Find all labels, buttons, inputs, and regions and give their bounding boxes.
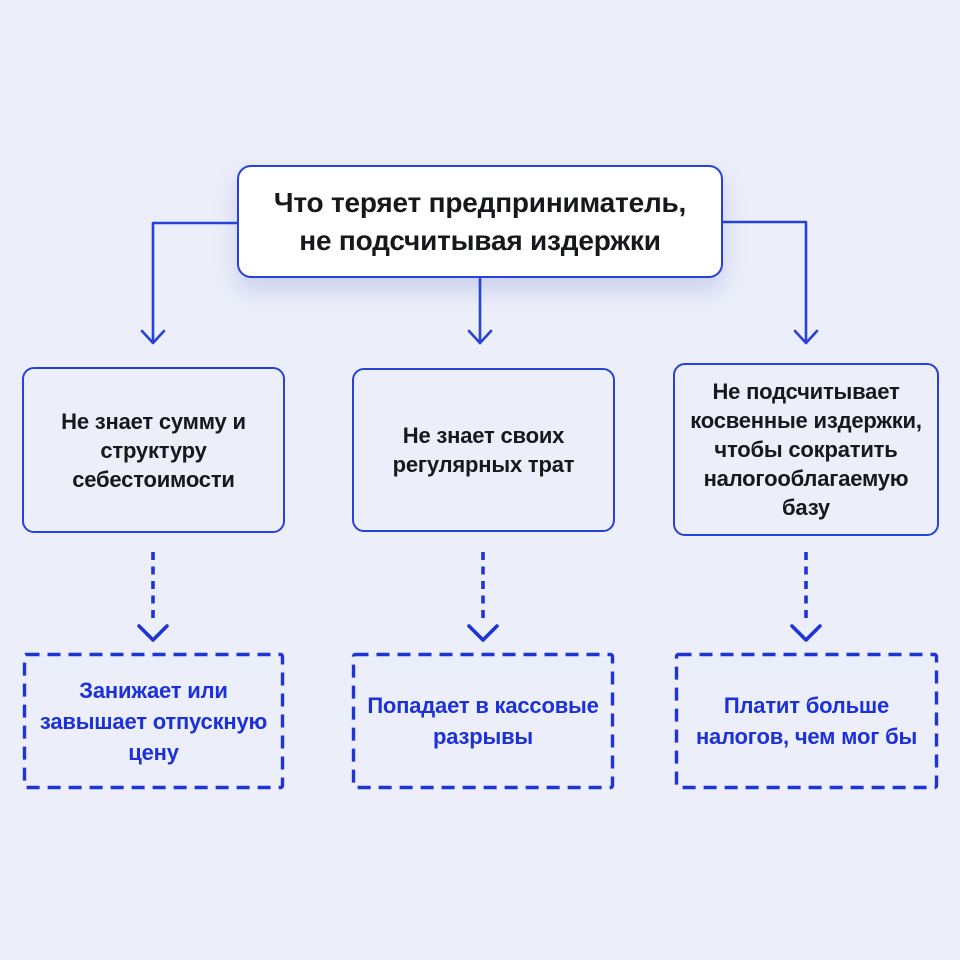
effect-box-1: Занижает или завышает отпускную цену <box>23 653 284 789</box>
effect-box-2: Попадает в кассовые разрывы <box>352 653 614 789</box>
arrow-root-to-cause-3 <box>721 220 819 345</box>
root-box: Что теряет предприниматель, не подсчитыв… <box>237 165 723 278</box>
cause-box-2: Не знает своих регулярных трат <box>352 368 615 532</box>
dashed-arrow-cause-2-to-effect-2 <box>467 552 499 642</box>
cause-label-2: Не знает своих регулярных трат <box>392 423 575 477</box>
root-label: Что теряет предприниматель, не подсчитыв… <box>273 186 687 256</box>
cause-box-3: Не подсчитывает косвенные издержки, чтоб… <box>673 363 939 536</box>
cause-label-3: Не подсчитывает косвенные издержки, чтоб… <box>690 379 922 520</box>
cause-label-1: Не знает сумму и структуру себестоимости <box>61 408 246 492</box>
dashed-arrow-cause-1-to-effect-1 <box>137 552 169 642</box>
arrow-root-to-cause-2 <box>467 277 493 345</box>
effect-label-1: Занижает или завышает отпускную цену <box>39 677 268 765</box>
dashed-arrow-cause-3-to-effect-3 <box>790 552 822 642</box>
cause-box-1: Не знает сумму и структуру себестоимости <box>22 367 285 533</box>
arrow-root-to-cause-1 <box>140 221 239 345</box>
effect-label-3: Платит больше налогов, чем мог бы <box>695 693 918 749</box>
effect-box-3: Платит больше налогов, чем мог бы <box>675 653 938 789</box>
effect-label-2: Попадает в кассовые разрывы <box>367 693 599 749</box>
